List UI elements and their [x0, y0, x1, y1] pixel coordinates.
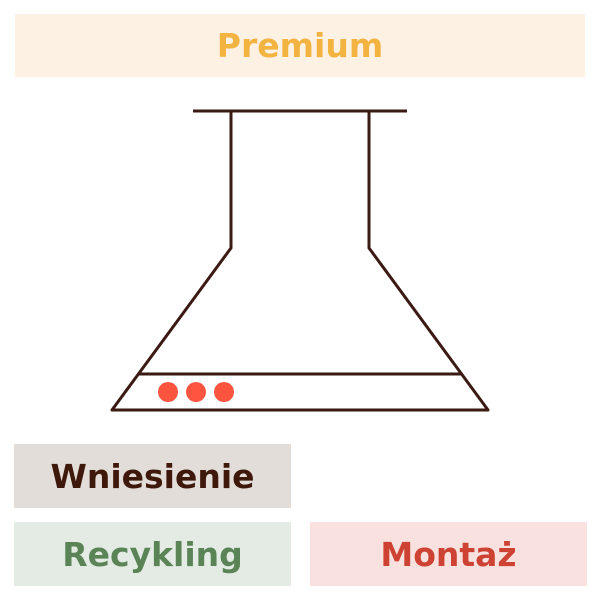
carry-in-badge: Wniesienie — [14, 444, 291, 508]
installation-badge: Montaż — [310, 522, 587, 586]
premium-badge: Premium — [15, 14, 585, 77]
recycling-label: Recykling — [62, 534, 243, 574]
premium-label: Premium — [216, 26, 384, 65]
indicator-lights — [158, 382, 234, 402]
installation-label: Montaż — [380, 534, 517, 574]
recycling-badge: Recykling — [14, 522, 291, 586]
carry-in-label: Wniesienie — [50, 456, 255, 496]
